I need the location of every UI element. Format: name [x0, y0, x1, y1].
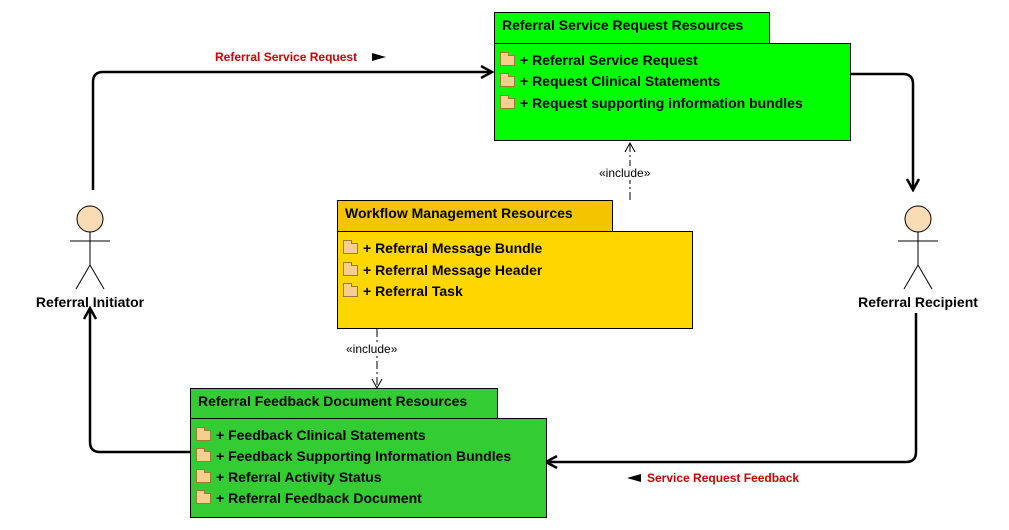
package-body: + Feedback Clinical Statements + Feedbac…	[190, 418, 547, 518]
folder-icon	[196, 489, 211, 504]
package-item[interactable]: + Referral Service Request	[500, 51, 698, 68]
folder-icon	[343, 239, 358, 254]
actor-label: Referral Recipient	[858, 294, 978, 310]
package-title: Referral Service Request Resources	[502, 17, 744, 33]
package-item[interactable]: + Referral Activity Status	[196, 468, 382, 485]
package-item[interactable]: + Feedback Supporting Information Bundle…	[196, 447, 511, 464]
package-item[interactable]: + Request Clinical Statements	[500, 72, 720, 89]
association-recipient-to-feedback[interactable]	[546, 313, 918, 462]
package-body: + Referral Service Request + Request Cli…	[494, 43, 851, 141]
package-tab: Referral Feedback Document Resources	[190, 388, 498, 419]
package-item[interactable]: + Request supporting information bundles	[500, 94, 803, 111]
package-item[interactable]: + Referral Task	[343, 282, 463, 299]
folder-icon	[500, 94, 515, 109]
folder-icon	[196, 447, 211, 462]
folder-icon	[500, 72, 515, 87]
folder-icon	[343, 282, 358, 297]
package-item[interactable]: + Referral Feedback Document	[196, 489, 422, 506]
package-body: + Referral Message Bundle + Referral Mes…	[337, 231, 693, 329]
feedback-direction-arrow-icon	[627, 474, 641, 482]
package-tab: Workflow Management Resources	[337, 200, 613, 232]
association-initiator-to-request[interactable]	[91, 72, 492, 190]
folder-icon	[196, 468, 211, 483]
package-tab: Referral Service Request Resources	[494, 12, 770, 44]
folder-icon	[500, 51, 515, 66]
include-label-bottom: «include»	[346, 342, 398, 356]
stick-figure-icon	[70, 205, 110, 290]
package-item[interactable]: + Feedback Clinical Statements	[196, 426, 426, 443]
folder-icon	[343, 261, 358, 276]
stick-figure-icon	[898, 205, 938, 290]
request-direction-arrow-icon	[372, 53, 386, 61]
association-feedback-to-initiator[interactable]	[90, 308, 190, 454]
folder-icon	[196, 426, 211, 441]
message-label-service-request-feedback: Service Request Feedback	[647, 471, 800, 485]
package-item[interactable]: + Referral Message Header	[343, 261, 542, 278]
package-title: Workflow Management Resources	[345, 205, 573, 221]
package-title: Referral Feedback Document Resources	[198, 393, 468, 409]
association-request-to-recipient[interactable]	[851, 72, 913, 190]
include-label-top: «include»	[599, 166, 651, 180]
package-item[interactable]: + Referral Message Bundle	[343, 239, 542, 256]
message-label-referral-service-request: Referral Service Request	[215, 50, 358, 64]
actor-label: Referral Initiator	[35, 294, 145, 310]
